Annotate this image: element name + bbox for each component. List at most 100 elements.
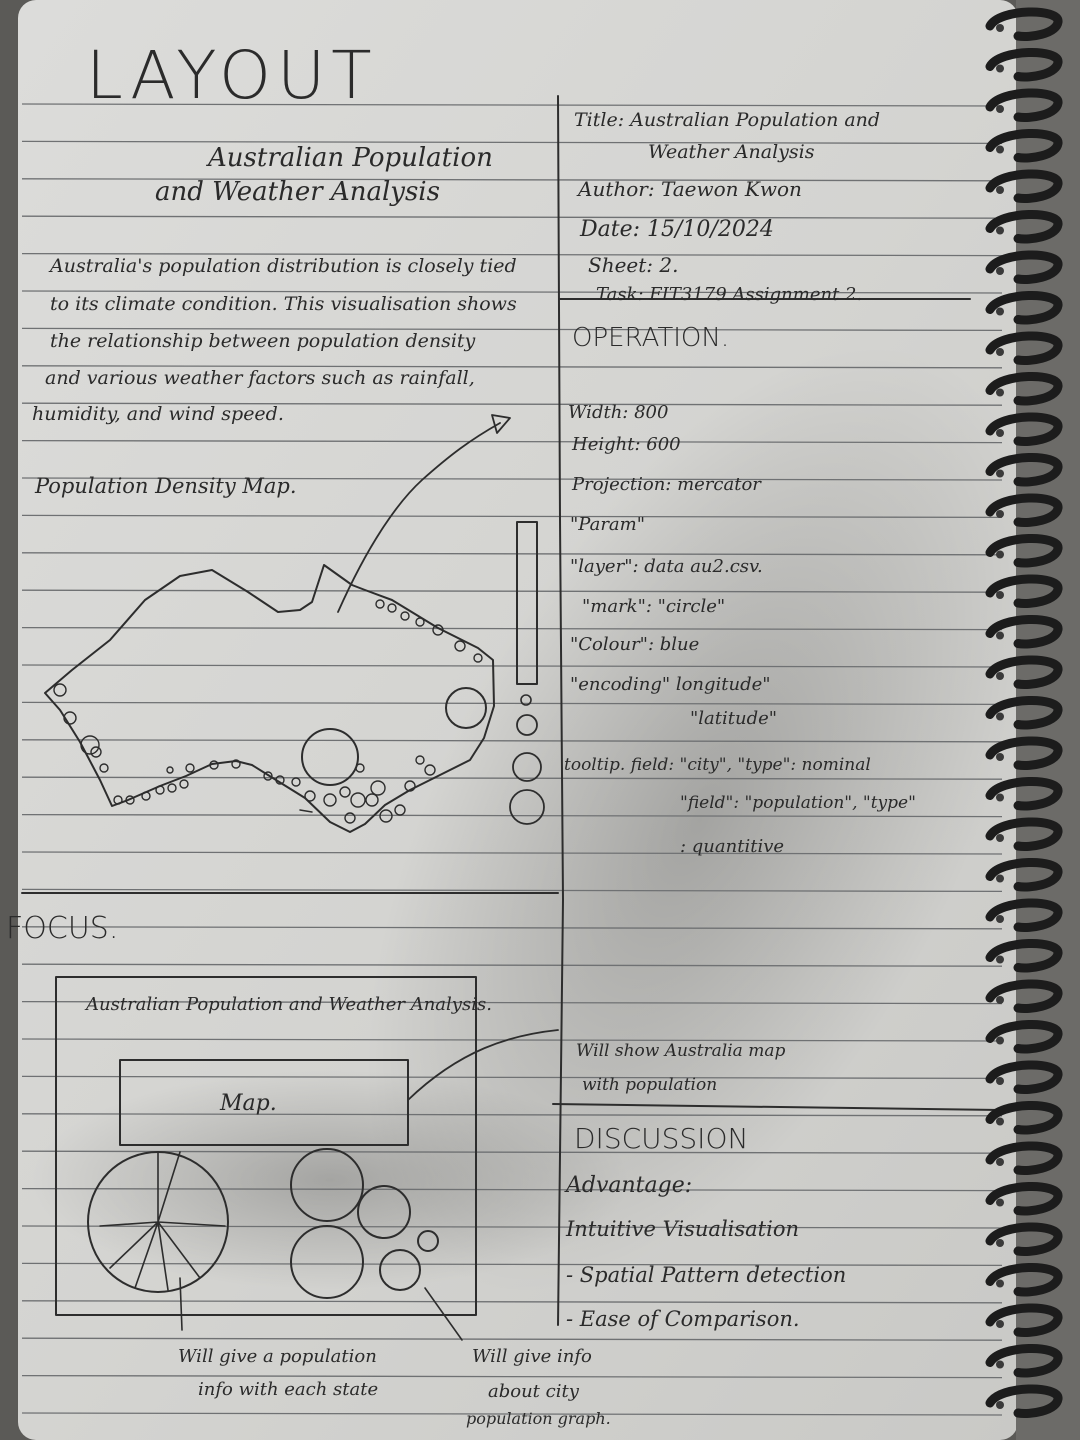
spiral-ring	[985, 169, 1063, 203]
note-bubble-line2: about city	[488, 1381, 580, 1402]
operation-line: Projection: mercator	[571, 474, 762, 495]
description-line: humidity, and wind speed.	[32, 403, 284, 425]
layout-description: Australia's population distribution is c…	[32, 255, 517, 425]
ruled-line	[21, 1150, 1003, 1154]
spiral-ring	[985, 1141, 1063, 1175]
city-circle	[344, 812, 356, 824]
city-circle	[339, 786, 351, 798]
punch-hole	[996, 1036, 1004, 1045]
description-line: Australia's population distribution is c…	[48, 255, 517, 277]
ruled-line	[21, 178, 1003, 182]
punch-hole	[996, 145, 1004, 154]
population-circles	[53, 599, 487, 824]
punch-hole	[996, 1198, 1004, 1207]
spiral-ring	[985, 129, 1063, 163]
spiral-ring	[985, 1060, 1063, 1094]
punch-hole	[996, 672, 1004, 680]
annotation-arrow	[337, 422, 501, 613]
spiral-ring	[985, 817, 1063, 851]
pie-chart-sketch	[87, 1151, 229, 1331]
city-circle	[370, 780, 386, 796]
cast-shadow-lower	[30, 1070, 630, 1290]
ruled-lines	[21, 103, 1003, 1416]
ruled-line	[21, 1075, 1003, 1080]
spiral-ring	[985, 48, 1063, 82]
focus-frame	[55, 976, 477, 1316]
ruled-line	[21, 1374, 1003, 1379]
bubble-a	[290, 1148, 364, 1222]
city-circle	[179, 779, 189, 789]
punch-hole	[996, 510, 1004, 518]
bubble-chart-sketch	[290, 1148, 463, 1341]
city-circle	[53, 683, 67, 697]
spiral-ring	[985, 88, 1063, 122]
spiral-ring	[985, 412, 1063, 446]
spiral-ring	[985, 615, 1063, 649]
punch-hole	[996, 105, 1004, 113]
city-circle	[125, 795, 135, 805]
punch-hole	[996, 1158, 1004, 1166]
ruled-line	[21, 1337, 1003, 1341]
ruled-line	[21, 701, 1003, 706]
ruled-line	[21, 365, 1003, 369]
punch-hole	[996, 1320, 1004, 1328]
pie-spokes	[99, 1151, 226, 1291]
punch-hole	[996, 1077, 1004, 1085]
ruled-line	[21, 252, 1003, 257]
city-circle	[113, 795, 123, 805]
city-circle	[432, 624, 444, 636]
ruled-line	[21, 290, 1003, 294]
city-circle	[400, 611, 410, 621]
ruled-line	[21, 1262, 1003, 1267]
punch-hole	[996, 429, 1004, 437]
focus-map-box	[119, 1059, 409, 1146]
punch-hole	[996, 1360, 1004, 1369]
operation-line: Width: 800	[568, 402, 668, 423]
spiral-ring	[985, 939, 1063, 973]
australia-outline	[44, 564, 495, 833]
city-circle	[90, 746, 102, 758]
city-circle	[404, 780, 416, 792]
operation-lines: Width: 800 Height: 600 Projection: merca…	[564, 402, 916, 857]
description-line: and various weather factors such as rain…	[45, 367, 475, 389]
discussion-heading: DISCUSSION	[574, 1122, 748, 1155]
punch-hole	[996, 226, 1004, 235]
legend-circle-xs	[520, 694, 532, 706]
spiral-ring	[985, 331, 1063, 365]
operation-line: "layer": data au2.csv.	[570, 556, 763, 577]
spiral-ring	[985, 210, 1063, 244]
ruled-line	[21, 739, 1003, 743]
spiral-ring	[985, 291, 1063, 325]
operation-line: : quantitive	[680, 836, 784, 857]
punch-hole	[996, 267, 1004, 275]
punch-hole	[996, 550, 1004, 559]
spiral-ring	[985, 1101, 1063, 1135]
ruled-line	[21, 402, 1003, 406]
note-right-line1: Will show Australia map	[576, 1041, 785, 1061]
layout-title-line2: and Weather Analysis	[155, 177, 440, 207]
city-circle	[375, 599, 385, 609]
ruled-line	[21, 215, 1003, 219]
punch-hole	[996, 1279, 1004, 1288]
ruled-line	[21, 926, 1003, 930]
layout-heading: LAYOUT	[86, 37, 378, 114]
legend-circle-m	[512, 752, 542, 782]
punch-hole	[996, 591, 1004, 599]
punch-hole	[996, 348, 1004, 356]
advantage-label: Advantage:	[564, 1173, 692, 1198]
spiral-ring	[985, 534, 1063, 568]
operation-line: tooltip. field: "city", "type": nominal	[564, 755, 871, 775]
city-circle	[275, 775, 285, 785]
spiral-ring	[985, 1263, 1063, 1297]
description-line: the relationship between population dens…	[50, 330, 476, 352]
spiral-ring	[985, 1182, 1063, 1216]
cast-shadow	[364, 344, 1036, 1296]
ruled-line	[21, 963, 1003, 967]
meta-sheet: Sheet: 2.	[588, 253, 678, 277]
city-circle	[454, 640, 466, 652]
city-circle	[304, 790, 316, 802]
city-circle	[424, 764, 436, 776]
meta-block: Title: Australian Population and Weather…	[574, 109, 880, 305]
ruled-line	[21, 552, 1003, 556]
city-circle	[379, 809, 393, 823]
